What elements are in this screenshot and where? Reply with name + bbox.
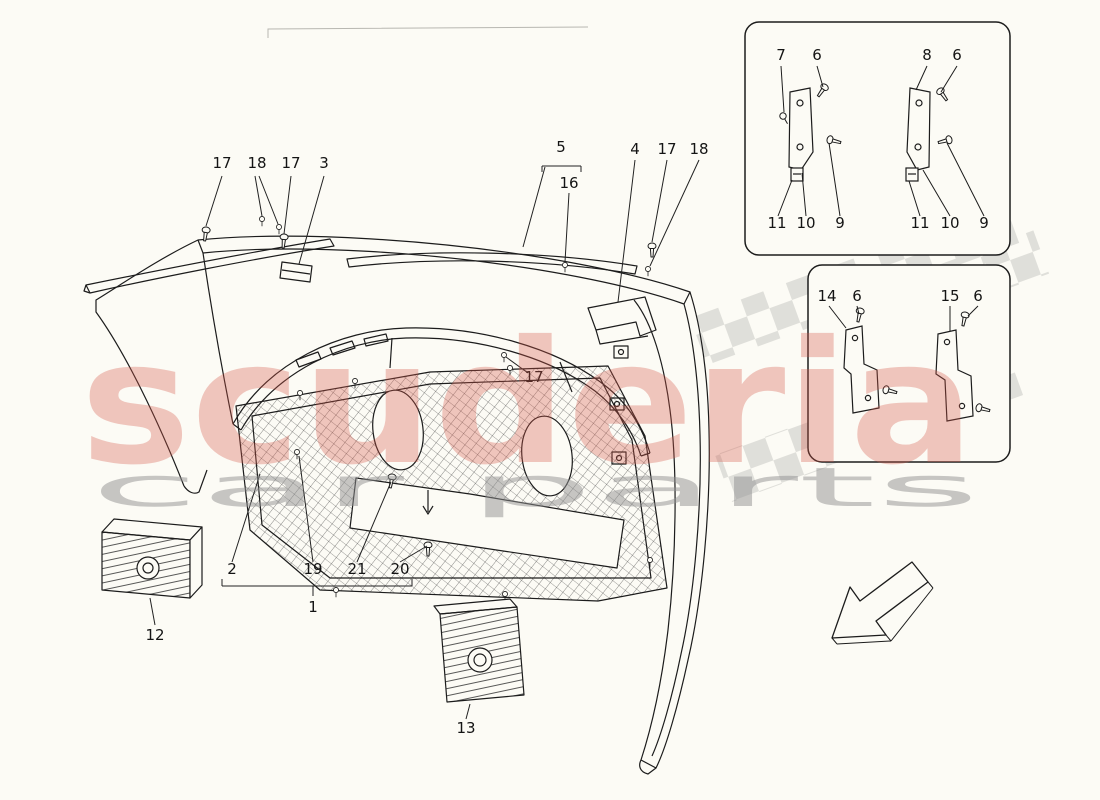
direction-arrow (831, 561, 934, 645)
bracket-3 (279, 261, 313, 283)
callout-17: 17 (281, 154, 300, 172)
z-bracket-left (843, 306, 899, 414)
callout-14: 14 (817, 287, 836, 305)
callout-11: 11 (910, 214, 929, 232)
lower-plate (349, 477, 625, 569)
callout-15: 15 (940, 287, 959, 305)
down-arrow (422, 490, 434, 515)
group-bracket-1 (221, 579, 413, 596)
callout-18: 18 (689, 140, 708, 158)
callout-20: 20 (390, 560, 409, 578)
callout-17: 17 (212, 154, 231, 172)
callout-13: 13 (456, 719, 475, 737)
callout-17: 17 (657, 140, 676, 158)
callout-16: 16 (559, 174, 578, 192)
callout-3: 3 (319, 154, 329, 172)
callout-6: 6 (812, 46, 822, 64)
callout-9: 9 (835, 214, 845, 232)
bracket-right (905, 85, 954, 182)
clip-18a (258, 215, 266, 227)
inset-box-mounting-brackets (744, 21, 1011, 256)
inset-box-side-brackets (807, 264, 1011, 463)
grille-hole-left (372, 389, 424, 471)
callout-6: 6 (973, 287, 983, 305)
watermark-secondary: car parts (90, 456, 980, 519)
side-profile-tabs (609, 345, 629, 465)
clip-18a2 (275, 223, 283, 235)
z-bracket-right (935, 310, 992, 422)
callout-12: 12 (145, 626, 164, 644)
watermark-primary: scuderia (80, 305, 975, 503)
callout-17: 17 (524, 368, 543, 386)
side-bracket-13 (433, 598, 525, 703)
callout-7: 7 (776, 46, 786, 64)
callout-9: 9 (979, 214, 989, 232)
callout-6: 6 (952, 46, 962, 64)
callout-10: 10 (796, 214, 815, 232)
clip-18b (644, 265, 652, 277)
callout-8: 8 (922, 46, 932, 64)
callout-4: 4 (630, 140, 640, 158)
frame-line (267, 26, 589, 38)
bumper-top-edge (197, 235, 691, 305)
callout-11: 11 (767, 214, 786, 232)
callout-1: 1 (308, 598, 318, 616)
left-trim-strip (85, 238, 335, 294)
inset2-leaders (828, 305, 979, 331)
grille-hole-right (521, 415, 573, 497)
callout-19: 19 (303, 560, 322, 578)
clip-16 (561, 261, 569, 273)
bumper-assembly (83, 215, 710, 775)
bracket-left (778, 81, 843, 182)
callout-18: 18 (247, 154, 266, 172)
inset1-border (744, 21, 1011, 256)
inset1-leaders (777, 65, 985, 217)
callout-10: 10 (940, 214, 959, 232)
bumper-left-corner (95, 239, 199, 487)
main-leader-lines (149, 159, 700, 720)
callout-21: 21 (347, 560, 366, 578)
arch-vents (295, 333, 389, 368)
side-bracket-12 (101, 518, 203, 599)
callout-2: 2 (227, 560, 237, 578)
callout-5: 5 (556, 138, 566, 156)
callout-6: 6 (852, 287, 862, 305)
upper-trim-strip (346, 252, 638, 275)
